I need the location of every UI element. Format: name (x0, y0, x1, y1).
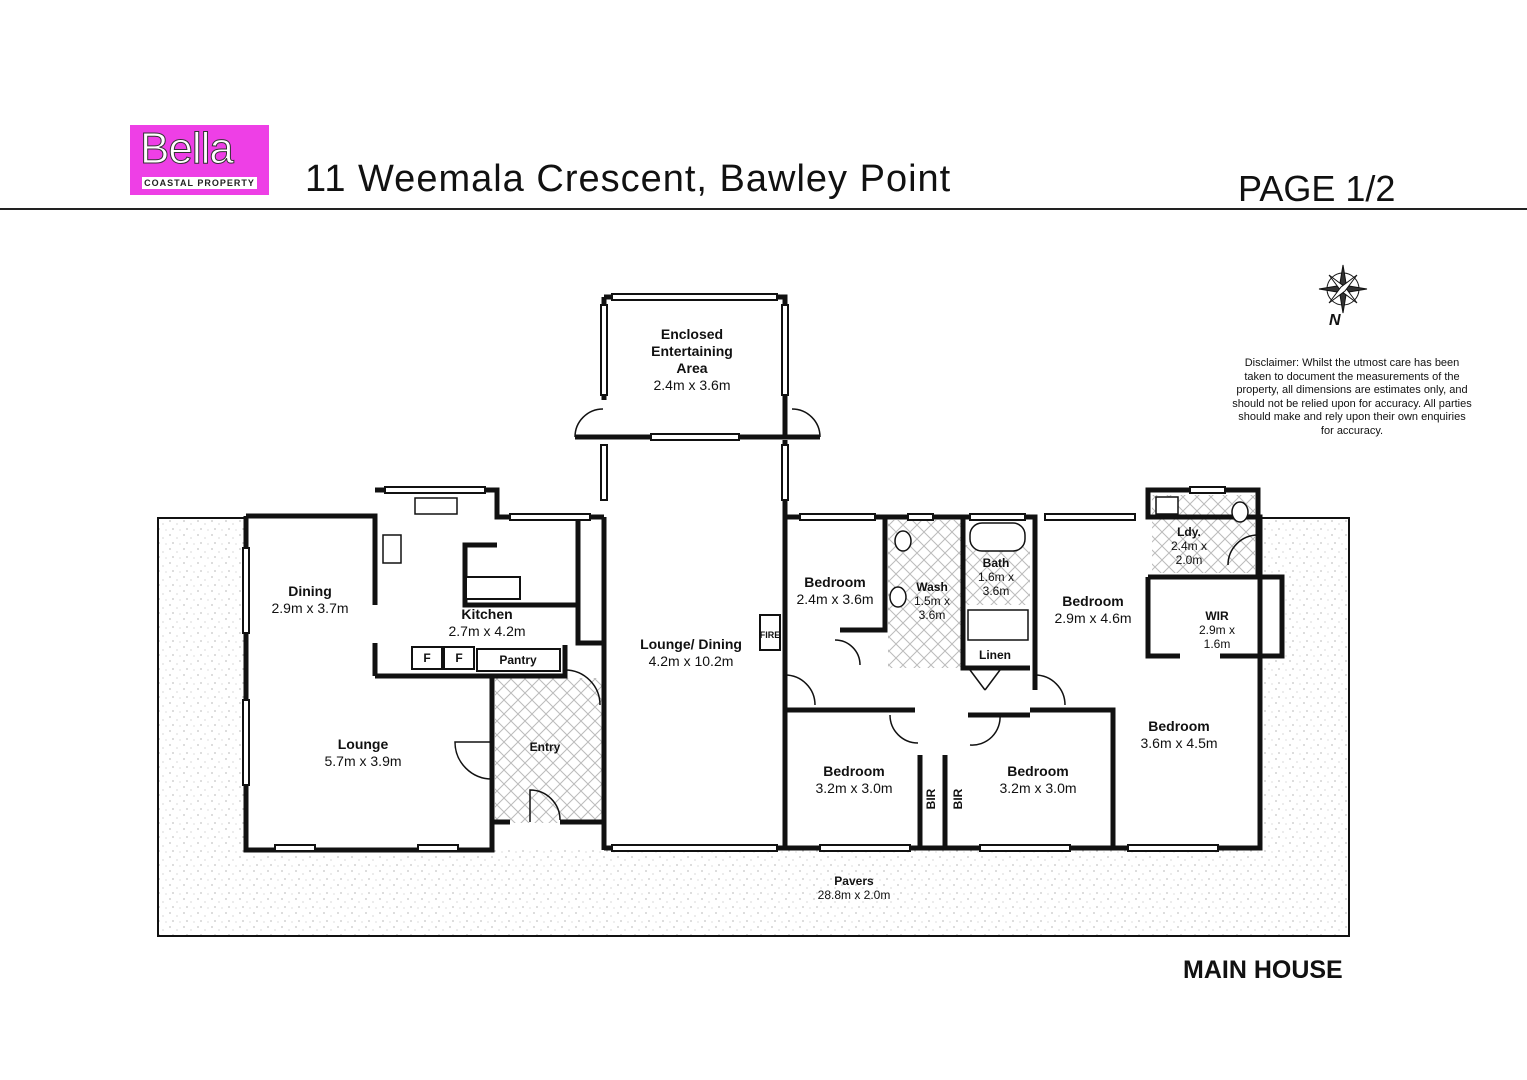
room-name: Entry (529, 740, 561, 754)
room-linen: Linen (979, 648, 1011, 662)
room-pantry: Pantry (499, 653, 536, 667)
room-size: 3.6m (918, 608, 946, 622)
room-name: Wash (916, 580, 948, 594)
tiled-areas (495, 495, 1255, 823)
room-name: Linen (979, 648, 1011, 662)
room-name: Dining (288, 583, 332, 599)
fixtures (382, 496, 1249, 641)
room-size: 2.4m x 3.6m (653, 377, 731, 393)
room-size: 1.6m x (977, 570, 1015, 584)
fridge-label: F (423, 651, 431, 665)
room-size: 28.8m x 2.0m (817, 888, 891, 902)
logo-main-text: Bella (140, 124, 235, 173)
room-size: 4.2m x 10.2m (648, 653, 734, 669)
room-name: Pantry (499, 653, 537, 667)
room-name: Ldy. (1177, 525, 1201, 539)
room-entertaining: Enclosed Entertaining Area 2.4m x 3.6m (651, 326, 733, 394)
room-name: Bath (982, 556, 1010, 570)
windows (242, 293, 1226, 852)
compass-north-label: N (1329, 312, 1341, 329)
room-name: Bedroom (823, 763, 885, 779)
room-name: Entertaining (651, 343, 733, 359)
property-address: 11 Weemala Crescent, Bawley Point (305, 158, 952, 200)
room-name: Area (676, 360, 708, 376)
room-size: 3.6m (982, 584, 1010, 598)
plan-title: MAIN HOUSE (1183, 956, 1343, 984)
bir-label: BIR (924, 788, 938, 810)
bella-logo: Bella COASTAL PROPERTY (130, 125, 269, 195)
room-size: 5.7m x 3.9m (324, 753, 402, 769)
room-name: Bedroom (1062, 593, 1124, 609)
room-name: Lounge/ Dining (640, 636, 742, 652)
room-size: 2.9m x 3.7m (271, 600, 349, 616)
logo-sub-text: COASTAL PROPERTY (142, 177, 257, 189)
room-size: 2.0m (1175, 553, 1203, 567)
room-size: 2.9m x (1198, 623, 1236, 637)
door-swings (454, 408, 1259, 822)
room-size: 1.5m x (913, 594, 951, 608)
room-size: 1.6m (1203, 637, 1231, 651)
room-name: Enclosed (660, 326, 724, 342)
room-name: Bedroom (1007, 763, 1069, 779)
page-number: PAGE 1/2 (1238, 168, 1396, 209)
room-size: 2.4m x 3.6m (796, 591, 874, 607)
room-size: 2.7m x 4.2m (448, 623, 526, 639)
kitchen-island (465, 576, 521, 600)
compass-icon (1318, 264, 1368, 314)
room-name: WIR (1205, 609, 1229, 623)
room-name: Bedroom (804, 574, 866, 590)
header-divider (0, 208, 1527, 210)
room-size: 2.9m x 4.6m (1054, 610, 1132, 626)
room-size: 3.6m x 4.5m (1140, 735, 1218, 751)
room-entry: Entry (530, 740, 561, 754)
room-name: Kitchen (461, 606, 513, 622)
fireplace-label: FIRE (759, 630, 781, 640)
room-name: Bedroom (1148, 718, 1210, 734)
room-name: Pavers (834, 874, 874, 888)
room-size: 2.4m x (1170, 539, 1208, 553)
room-size: 3.2m x 3.0m (815, 780, 893, 796)
room-size: 3.2m x 3.0m (999, 780, 1077, 796)
room-name: Lounge (337, 736, 389, 752)
fridge-label: F (455, 651, 463, 665)
disclaimer: Disclaimer: Whilst the utmost care has b… (1232, 357, 1472, 437)
bir-label: BIR (951, 788, 965, 810)
walls (243, 294, 1285, 853)
